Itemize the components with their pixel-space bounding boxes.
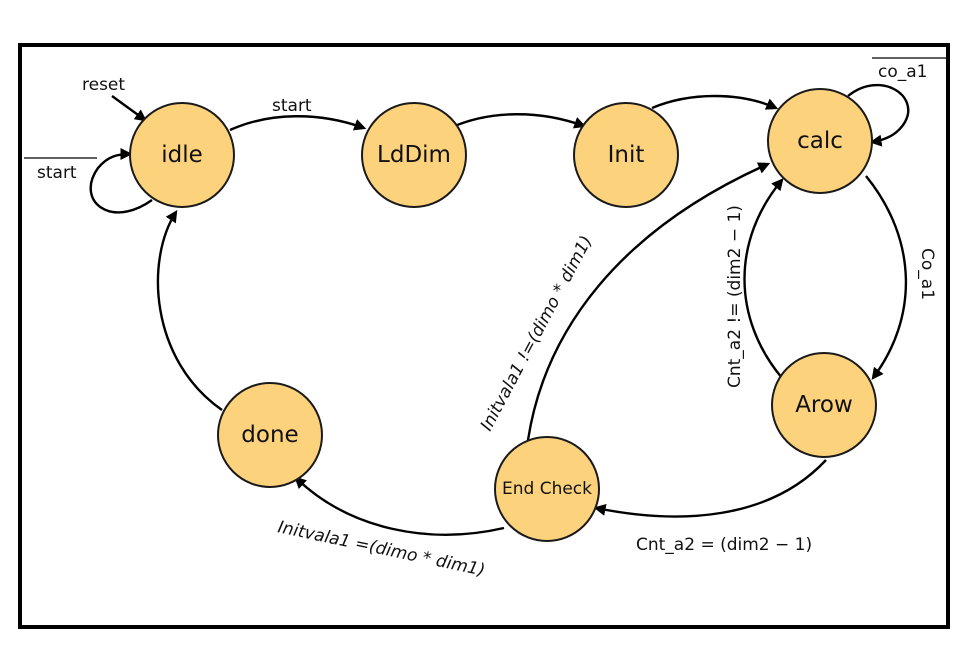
- state-done: done: [217, 382, 323, 488]
- edge-endcheck-to-calc: [526, 162, 771, 441]
- state-calc: calc: [767, 88, 873, 194]
- edge-reset: [111, 95, 147, 122]
- state-done-label: done: [241, 422, 298, 448]
- label-start: start: [272, 96, 312, 116]
- edge-lddim-to-init: [449, 113, 587, 130]
- edge-idle-to-lddim: [229, 115, 367, 132]
- edge-arow-to-calc: [743, 178, 784, 379]
- edge-idle-self-loop: [89, 148, 153, 214]
- state-arow-label: Arow: [795, 392, 853, 418]
- edge-endcheck-to-done: [294, 476, 505, 536]
- label-not-co-a1: co_a1: [878, 62, 927, 82]
- state-lddim: LdDim: [361, 102, 467, 208]
- state-lddim-label: LdDim: [377, 142, 451, 168]
- edge-calc-self-loop: [847, 83, 910, 147]
- state-idle: idle: [129, 102, 235, 208]
- label-cnt-ne: Cnt_a2 != (dim2 − 1): [725, 205, 745, 388]
- state-init-label: Init: [608, 142, 645, 168]
- label-cnt-eq: Cnt_a2 = (dim2 − 1): [636, 535, 812, 555]
- state-arow: Arow: [771, 352, 877, 458]
- label-co-a1: Co_a1: [917, 248, 937, 300]
- label-not-start: start: [37, 163, 77, 183]
- state-endcheck-label: End Check: [502, 479, 592, 499]
- state-idle-label: idle: [161, 142, 203, 168]
- edge-calc-to-arow: [865, 175, 908, 380]
- edge-done-to-idle: [156, 209, 223, 411]
- edge-arow-to-endcheck: [593, 459, 827, 518]
- state-calc-label: calc: [797, 128, 843, 154]
- state-init: Init: [573, 102, 679, 208]
- label-reset: reset: [82, 75, 125, 95]
- state-endcheck: End Check: [494, 436, 600, 542]
- edge-init-to-calc: [651, 94, 779, 110]
